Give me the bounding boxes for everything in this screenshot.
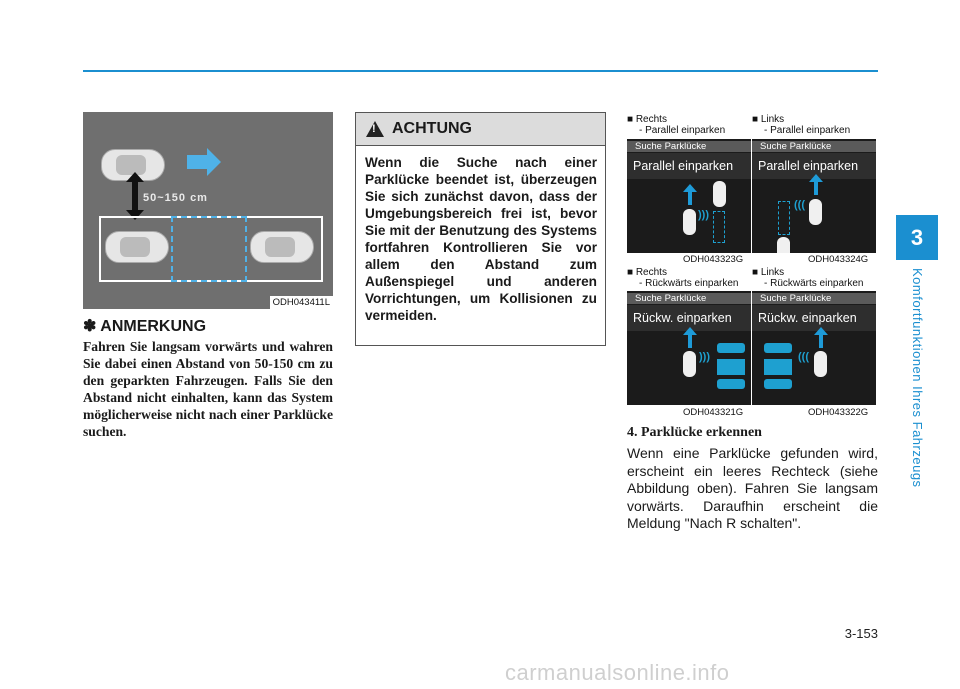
parked-car: [717, 379, 745, 389]
section-heading: 4. Parklücke erkennen: [627, 425, 762, 440]
detected-space: [713, 211, 725, 243]
screen-mode: Rückw. einparken: [627, 305, 751, 331]
figure-code: ODH043321G: [683, 407, 744, 418]
own-car: [683, 351, 696, 377]
caution-box: ACHTUNG Wenn die Suche nach einer Parklü…: [355, 112, 606, 346]
screen-title: Suche Parklücke: [627, 141, 751, 152]
caution-heading: ACHTUNG: [392, 120, 472, 137]
section-text: Wenn eine Parklücke gefunden wird, ersch…: [627, 445, 878, 531]
parked-car: [777, 237, 790, 253]
screen-title: Suche Parklücke: [752, 141, 876, 152]
own-car: [814, 351, 827, 377]
figure-caption: ■ Rechts - Rückwärts einparken: [627, 267, 739, 289]
screen-mode: Parallel einparken: [627, 153, 751, 179]
distance-figure: 50~150 cm ODH043411L: [83, 112, 333, 309]
figure-code: ODH043322G: [808, 407, 869, 418]
parked-car: [764, 379, 792, 389]
chapter-tab: 3: [896, 215, 938, 260]
forward-arrow-icon: [187, 148, 221, 176]
note-text: Fahren Sie langsam vorwärts und wahren S…: [83, 339, 333, 439]
screen-title: Suche Parklücke: [627, 293, 751, 304]
figure-caption: ■ Links - Parallel einparken: [752, 114, 851, 136]
distance-arrow-icon: [126, 172, 144, 220]
parked-car: [713, 181, 726, 207]
forward-arrow-icon: [683, 184, 697, 205]
sensor-wave-icon: (((: [794, 199, 805, 211]
page-number: 3-153: [844, 626, 878, 641]
screen-mode: Rückw. einparken: [752, 305, 876, 331]
parking-screen-left-reverse: Suche Parklücke Rückw. einparken (((: [752, 291, 876, 405]
chapter-title: Komfortfunktionen Ihres Fahrzeugs: [910, 268, 925, 488]
warning-triangle-icon: [366, 121, 384, 137]
detected-space: [717, 359, 745, 375]
chapter-number: 3: [910, 224, 924, 250]
sensor-wave-icon: ))): [699, 351, 710, 363]
figure-code: ODH043411L: [269, 296, 333, 309]
figure-code: ODH043324G: [808, 254, 869, 265]
detected-space: [778, 201, 790, 235]
caution-text: Wenn die Suche nach einer Parklücke been…: [365, 155, 597, 323]
parking-screen-right-parallel: Suche Parklücke Parallel einparken ))): [627, 139, 751, 253]
parked-car: [764, 343, 792, 353]
parking-screen-right-reverse: Suche Parklücke Rückw. einparken ))): [627, 291, 751, 405]
parked-car-left: [105, 231, 169, 263]
note-heading: ✽ ANMERKUNG: [83, 318, 207, 335]
watermark: carmanualsonline.info: [505, 660, 730, 685]
distance-label: 50~150 cm: [143, 192, 208, 204]
own-car: [683, 209, 696, 235]
sensor-wave-icon: (((: [798, 351, 809, 363]
parking-space-outline: [171, 216, 247, 282]
detected-space: [764, 359, 792, 375]
caution-header: ACHTUNG: [356, 113, 605, 146]
figure-caption: ■ Rechts - Parallel einparken: [627, 114, 726, 136]
parked-car-right: [250, 231, 314, 263]
own-car: [809, 199, 822, 225]
figure-caption: ■ Links - Rückwärts einparken: [752, 267, 864, 289]
figure-code: ODH043323G: [683, 254, 744, 265]
parking-screen-left-parallel: Suche Parklücke Parallel einparken (((: [752, 139, 876, 253]
forward-arrow-icon: [683, 327, 697, 348]
header-rule: [83, 70, 878, 72]
parked-car: [717, 343, 745, 353]
forward-arrow-icon: [809, 174, 823, 195]
forward-arrow-icon: [814, 327, 828, 348]
screen-title: Suche Parklücke: [752, 293, 876, 304]
sensor-wave-icon: ))): [698, 209, 709, 221]
